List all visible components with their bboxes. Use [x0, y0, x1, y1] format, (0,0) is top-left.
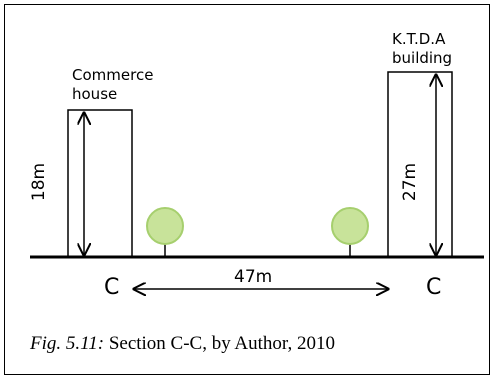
commerce-house-outline	[67, 109, 133, 257]
figure-caption-text: Section C-C, by Author, 2010	[108, 333, 335, 354]
tree-right	[331, 207, 369, 256]
ktda-building-label-line2: building	[392, 49, 452, 67]
commerce-house-label-line2: house	[72, 85, 117, 103]
section-marker-left: C	[104, 275, 119, 300]
ktda-building-label-line1: K.T.D.A	[392, 30, 446, 48]
tree-left	[146, 207, 184, 256]
ktda-building-outline	[387, 71, 453, 257]
commerce-house-height-label: 18m	[29, 163, 49, 201]
commerce-house-label-line1: Commerce	[72, 66, 153, 84]
ktda-building-height-label: 27m	[400, 163, 420, 201]
street-width-label: 47m	[234, 267, 272, 287]
figure-caption: Fig. 5.11: Section C-C, by Author, 2010	[30, 333, 335, 355]
section-marker-right: C	[426, 275, 441, 300]
figure-number: Fig. 5.11:	[30, 333, 105, 354]
